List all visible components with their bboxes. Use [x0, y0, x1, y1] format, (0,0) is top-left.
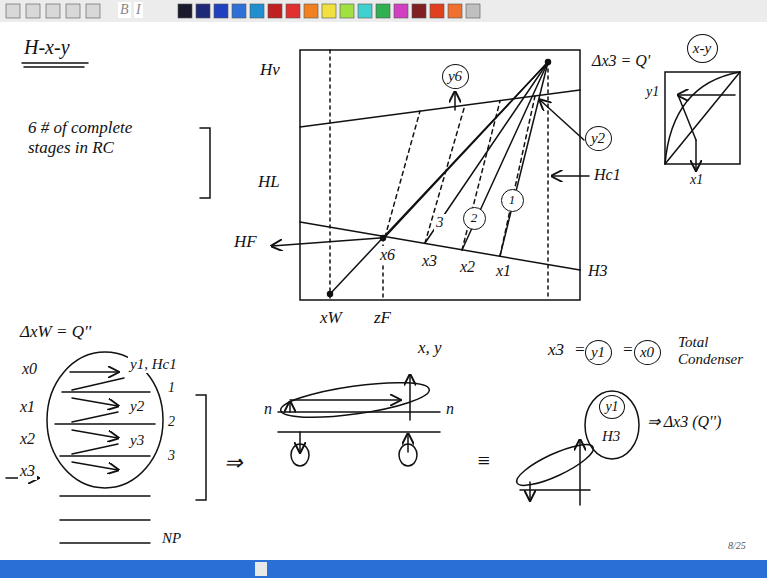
circled-mark: y6 — [442, 64, 469, 89]
circled-text: 1 — [509, 193, 516, 207]
axis-label: H3 — [586, 262, 610, 280]
stream-label: x1 — [18, 398, 37, 416]
stream-label: x0 — [20, 360, 39, 378]
circled-mark: 1 — [501, 189, 524, 212]
circled-text: x-y — [693, 40, 711, 57]
stage-number: 1 — [166, 380, 177, 396]
point-label: y1 — [644, 84, 661, 100]
note: ⇒ Δx3 (Q'') — [645, 413, 723, 431]
axis-label: x, y — [416, 338, 444, 358]
implies-sign: ⇒ — [222, 450, 244, 475]
stream-label: y2 — [128, 398, 146, 415]
circled-text: 2 — [471, 211, 478, 225]
toolbar-swatches — [6, 4, 480, 18]
circled-text: y1 — [591, 344, 605, 361]
note: 6 # of complete stages in RC — [26, 118, 142, 157]
toolbar — [0, 0, 767, 22]
circled-text: y2 — [591, 130, 605, 147]
stage-number: 3 — [166, 448, 177, 464]
axis-label: zF — [372, 308, 393, 328]
circled-mark: y1 — [585, 340, 612, 365]
callout-number: 3 — [434, 214, 446, 231]
note: ΔxW = Q'' — [18, 322, 93, 342]
stream-label: y1, Hc1 — [128, 356, 179, 373]
axis-label: HL — [256, 172, 282, 192]
equivalent-sign: ≡ — [474, 448, 493, 473]
circled-mark: y1 — [599, 395, 625, 419]
page-number: 8/25 — [726, 540, 748, 552]
circled-mark: x-y — [687, 34, 718, 63]
axis-label: H3 — [600, 428, 622, 445]
stage-number: 2 — [166, 414, 177, 430]
circled-text: y6 — [448, 68, 462, 85]
point-label: Hc1 — [592, 166, 623, 184]
stage-label: NP — [160, 530, 183, 547]
axis-label: HF — [232, 232, 259, 252]
ink — [6, 50, 740, 543]
circled-text: y1 — [605, 399, 618, 414]
stream-label: x2 — [18, 430, 37, 448]
toolbar-glyph: I — [134, 2, 143, 18]
axis-label: xW — [318, 308, 344, 328]
stream-label: x3 — [18, 462, 37, 480]
bottom-bar-knob — [255, 562, 267, 576]
axis-label: Hv — [258, 60, 282, 80]
toolbar-glyph: B — [118, 2, 131, 18]
circled-mark: 2 — [463, 207, 486, 230]
heading: H-x-y — [22, 36, 72, 59]
point-label: Δx3 = Q' — [590, 52, 652, 70]
point-label: x3 — [420, 252, 439, 270]
point-label: x1 — [494, 262, 513, 280]
bottom-bar — [0, 560, 767, 578]
note: Total Condenser — [676, 334, 762, 369]
circled-mark: x0 — [634, 340, 661, 365]
equation-term: x3 — [546, 340, 566, 360]
plane-label: n — [262, 400, 274, 418]
point-label: x6 — [378, 246, 397, 264]
stream-label: y3 — [128, 432, 146, 449]
circled-text: x0 — [640, 344, 654, 361]
circled-mark: y2 — [585, 126, 612, 151]
point-label: x2 — [458, 258, 477, 276]
point-label: x1 — [688, 172, 705, 188]
plane-label: n — [444, 400, 456, 418]
